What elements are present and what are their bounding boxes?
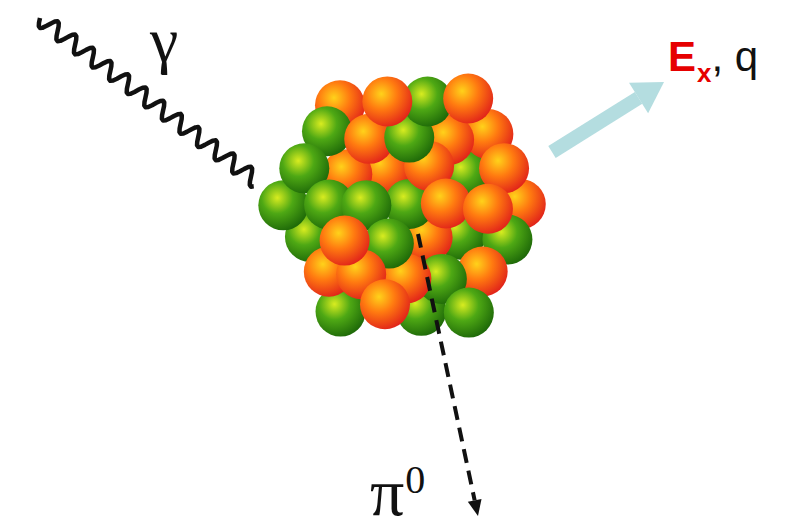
nucleon-ball [463,184,513,234]
nucleon-ball [421,179,471,229]
photon-symbol: γ [150,8,178,72]
pion-arrow-shaft [418,234,475,500]
recoil-arrow [552,82,664,152]
excitation-energy-symbol: E [668,36,696,78]
nucleon-ball [444,288,494,338]
subscript-text: x [697,60,711,86]
nucleon-ball [360,279,410,329]
pion-arrow-head [468,499,482,516]
recoil-arrow-head [629,82,664,113]
pion-track [418,234,482,516]
pion-symbol: π [370,458,404,526]
nucleon-ball [443,74,493,124]
photon-line [39,18,254,187]
nucleon-ball [362,76,412,126]
momentum-transfer-text: , q [711,36,758,78]
nucleus [258,74,545,338]
photon-wave [39,18,254,187]
superscript-text: 0 [405,460,425,500]
recoil-arrow-shaft [552,98,639,152]
nucleon-ball [320,216,370,266]
